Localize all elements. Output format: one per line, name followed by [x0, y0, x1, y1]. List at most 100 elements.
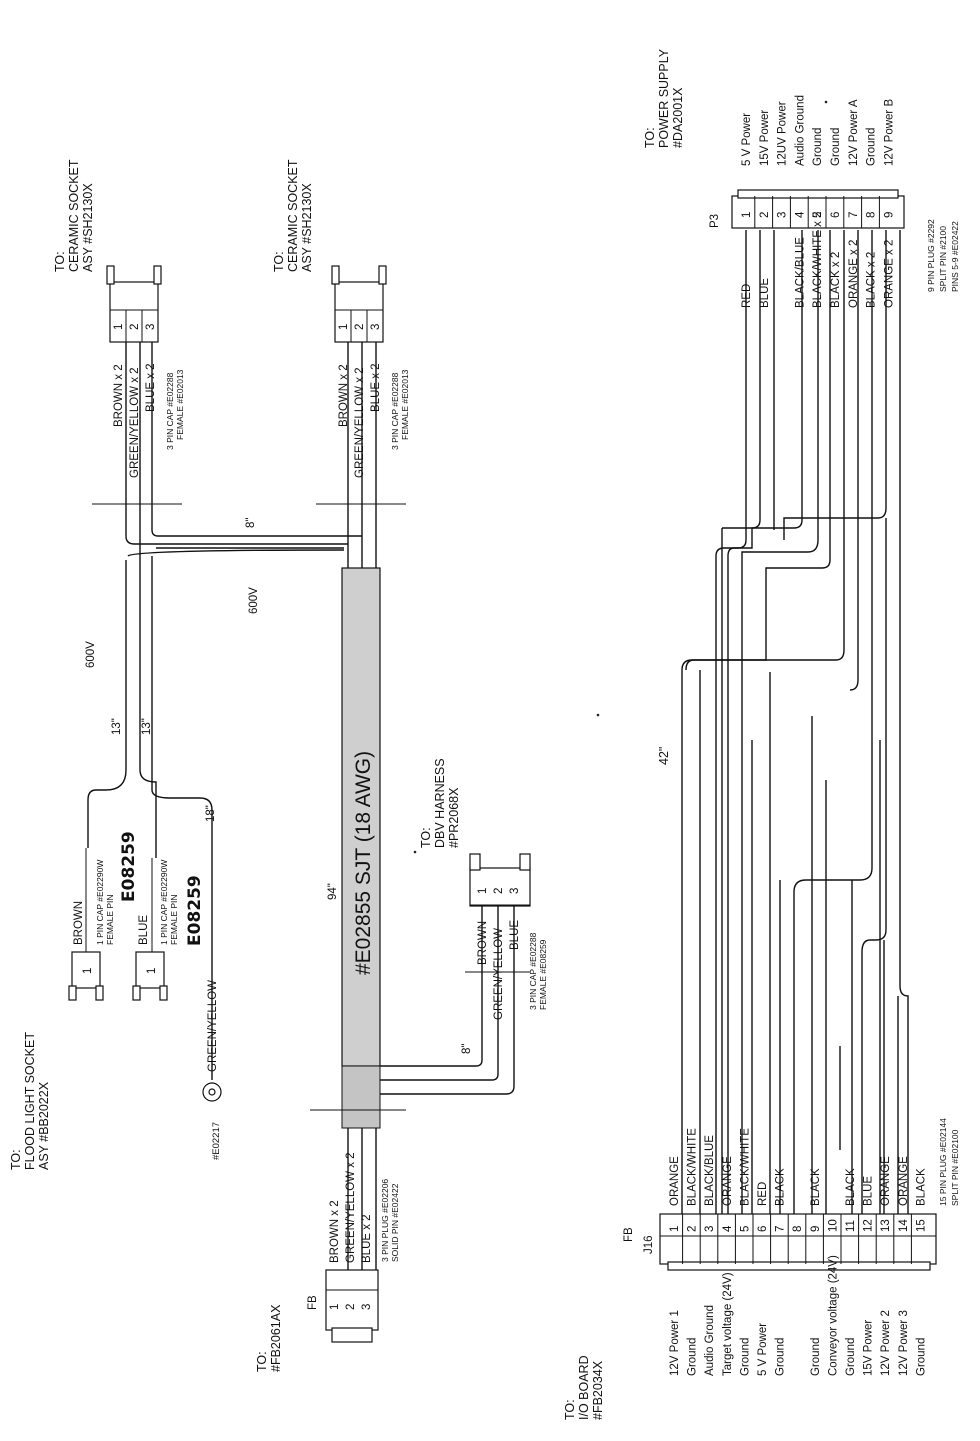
svg-text:P3: P3: [709, 214, 721, 228]
svg-text:1: 1: [82, 968, 94, 974]
j16-wire-color: BLACK: [810, 1168, 822, 1206]
svg-text:3 PIN CAP #E02288: 3 PIN CAP #E02288: [165, 372, 175, 450]
svg-text:SPLIT PIN #E02100: SPLIT PIN #E02100: [950, 1129, 960, 1206]
power-supply-label: TO: POWER SUPPLY #DA2001X: [643, 48, 685, 148]
svg-text:1: 1: [113, 324, 125, 330]
p3-pin-signal: 12V Power B: [883, 99, 895, 166]
j16-pin-signal: Conveyor voltage (24V): [827, 1255, 839, 1376]
svg-text:FLOOD LIGHT SOCKET: FLOOD LIGHT SOCKET: [23, 1032, 37, 1170]
svg-text:15 PIN PLUG #E02144: 15 PIN PLUG #E02144: [938, 1118, 948, 1206]
svg-text:ASY #SH2130X: ASY #SH2130X: [81, 183, 95, 272]
p3-pin-number: 2: [759, 212, 771, 218]
svg-text:GREEN/YELLOW x 2: GREEN/YELLOW x 2: [354, 367, 366, 478]
len-8-top: 8": [245, 518, 257, 528]
svg-text:1: 1: [146, 968, 158, 974]
p3-pin-number: 7: [848, 212, 860, 218]
j16-wire-color: BLACK: [915, 1168, 927, 1206]
svg-text:TO:: TO:: [563, 1399, 577, 1420]
j16-wire-color: BLACK/WHITE: [739, 1128, 751, 1206]
p3-pin-signal: Audio Ground: [794, 95, 806, 166]
svg-text:BROWN x 2: BROWN x 2: [338, 364, 350, 427]
svg-text:1: 1: [329, 1304, 341, 1310]
svg-text:SPLIT PIN #2100: SPLIT PIN #2100: [938, 226, 948, 292]
svg-text:#PR2068X: #PR2068X: [447, 787, 461, 848]
svg-text:BLUE x 2: BLUE x 2: [145, 363, 157, 412]
j16-wire-color: BLACK: [845, 1168, 857, 1206]
svg-text:FEMALE PIN: FEMALE PIN: [169, 894, 179, 945]
j16-pin-signal: Ground: [810, 1338, 822, 1376]
len-13-a: 13": [111, 718, 123, 735]
socket1-cap: 1 2 3 BROWN x 2 GREEN/YELLOW x 2 BLUE x …: [106, 265, 185, 478]
svg-text:2: 2: [493, 888, 505, 894]
j16-pin-signal: Target voltage (24V): [722, 1272, 734, 1376]
p3-pin-signal: Ground: [830, 128, 842, 166]
svg-text:2: 2: [129, 324, 141, 330]
svg-text:#E02217: #E02217: [211, 1122, 222, 1160]
p3-pin-number: 5: [812, 212, 824, 218]
j16-wire-color: BLACK/BLUE: [704, 1135, 716, 1206]
scan-dot: [596, 713, 600, 717]
svg-text:FEMALE PIN: FEMALE PIN: [105, 894, 115, 945]
svg-text:GREEN/YELLOW: GREEN/YELLOW: [493, 928, 505, 1020]
p3-pin-signal: 12V Power A: [848, 99, 860, 166]
j16-pin-number: 1: [669, 1226, 681, 1232]
p3-wire-color: ORANGE x 2: [883, 240, 895, 308]
svg-text:3: 3: [361, 1304, 373, 1310]
svg-text:BROWN x 2: BROWN x 2: [113, 364, 125, 427]
p3-pin-signal: Ground: [812, 128, 824, 166]
j16-pin-number: 13: [880, 1219, 892, 1232]
p3-pin-number: 6: [830, 212, 842, 218]
fb-plug: 1 2 3 BROWN x 2 GREEN/YELLOW x 2 BLUE x …: [255, 1128, 400, 1372]
p3-pin-number: 1: [741, 212, 753, 218]
svg-text:CERAMIC SOCKET: CERAMIC SOCKET: [286, 159, 300, 272]
svg-text:ASY #SH2130X: ASY #SH2130X: [300, 183, 314, 272]
j16-wire-color: ORANGE: [669, 1156, 681, 1206]
svg-text:FEMALE #E02013: FEMALE #E02013: [400, 369, 410, 440]
svg-text:SOLID PIN #E02422: SOLID PIN #E02422: [390, 1183, 400, 1262]
svg-text:#DA2001X: #DA2001X: [671, 87, 685, 148]
p3-wire-color: BLACK x 2: [830, 252, 842, 308]
p3-wire-color: BLUE: [759, 278, 771, 308]
j16-pin-signal: Ground: [775, 1338, 787, 1376]
svg-text:1 PIN CAP #E02290W: 1 PIN CAP #E02290W: [95, 860, 105, 945]
p3-wire-color: BLACK/BLUE: [794, 237, 806, 308]
blue-pin-cap: 1 BLUE 1 PIN CAP #E02290W FEMALE PIN E08…: [132, 858, 205, 1001]
svg-text:DBV HARNESS: DBV HARNESS: [433, 758, 447, 848]
j16-pin-signal: Ground: [739, 1338, 751, 1376]
svg-text:3 PIN CAP #E02288: 3 PIN CAP #E02288: [528, 932, 538, 1010]
svg-text:1 PIN CAP #E02290W: 1 PIN CAP #E02290W: [159, 860, 169, 945]
p3-wire-color: ORANGE x 2: [848, 240, 860, 308]
svg-text:1: 1: [477, 888, 489, 894]
dbv-harness-label: TO: DBV HARNESS #PR2068X: [419, 758, 461, 848]
j16-pin-signal: Ground: [915, 1338, 927, 1376]
p3-pin-signal: 12UV Power: [777, 101, 789, 166]
svg-text:GREEN/YELLOW x 2: GREEN/YELLOW x 2: [129, 367, 141, 478]
j16-pin-signal: Ground: [687, 1338, 699, 1376]
svg-text:E08259: E08259: [185, 875, 205, 946]
j16-pin-number: 6: [757, 1226, 769, 1232]
svg-text:TO:: TO:: [255, 1351, 269, 1372]
ceramic-socket-2-label: TO: CERAMIC SOCKET ASY #SH2130X: [272, 159, 314, 272]
j16-pin-number: 3: [704, 1226, 716, 1232]
svg-text:TO:: TO:: [643, 127, 657, 148]
p3-pin-signal: 15V Power: [759, 110, 771, 166]
svg-text:FEMALE #E08259: FEMALE #E08259: [538, 939, 548, 1010]
ground-lug: GREEN/YELLOW #E02217 18": [151, 780, 222, 1160]
svg-text:FB: FB: [307, 1295, 319, 1310]
svg-text:3: 3: [370, 324, 382, 330]
svg-text:BLUE: BLUE: [509, 920, 521, 950]
svg-text:TO:: TO:: [9, 1149, 23, 1170]
p3-pin-number: 4: [794, 211, 806, 218]
voltage-600-left: 600V: [85, 641, 97, 668]
j16-pin-number: 11: [845, 1220, 857, 1232]
svg-text:#FB2061AX: #FB2061AX: [269, 1304, 283, 1372]
svg-text:FEMALE #E02013: FEMALE #E02013: [175, 369, 185, 440]
j16-pin-number: 9: [810, 1226, 822, 1232]
j16-pin-signal: 15V Power: [863, 1320, 875, 1376]
harness-wires: 42": [657, 230, 909, 1214]
main-cable: 94" #E02855 SJT (18 AWG): [310, 567, 406, 1129]
svg-text:PINS 5-9 #E02422: PINS 5-9 #E02422: [950, 221, 960, 292]
p3-pin-signal: Ground: [866, 128, 878, 166]
svg-text:2: 2: [354, 324, 366, 330]
